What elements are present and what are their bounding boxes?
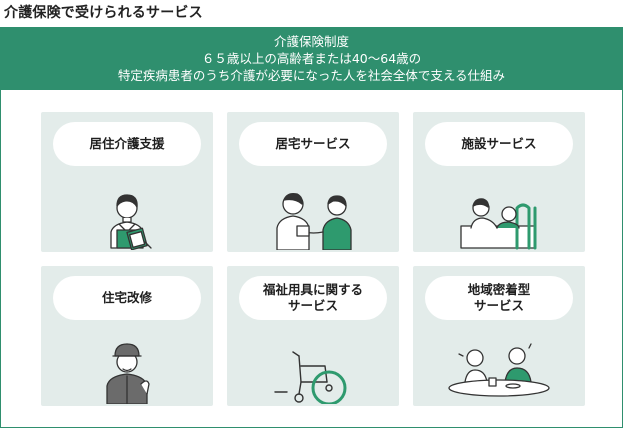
wheelchair-icon — [274, 351, 347, 404]
service-label-line1: 住宅改修 — [101, 290, 152, 305]
service-card-community-based[interactable]: 地域密着型 サービス — [413, 266, 585, 406]
banner-title: 介護保険制度 — [273, 34, 349, 49]
system-banner: 介護保険制度 ６５歳以上の高齢者または40〜64歳の 特定疾病患者のうち介護が必… — [1, 28, 622, 90]
service-label-line1: 居宅サービス — [275, 136, 351, 151]
care-manager-with-clipboard-icon — [110, 194, 152, 250]
service-label: 施設サービス — [425, 122, 573, 166]
care-insurance-panel: 介護保険制度 ６５歳以上の高齢者または40〜64歳の 特定疾病患者のうち介護が必… — [0, 27, 623, 428]
service-label-line1: 福祉用具に関する — [262, 282, 363, 297]
service-card-welfare-equipment[interactable]: 福祉用具に関する サービス — [227, 266, 399, 406]
page-title: 介護保険で受けられるサービス — [4, 5, 203, 21]
service-label: 地域密着型 サービス — [425, 276, 573, 320]
service-label-line2: サービス — [287, 298, 338, 313]
caregiver-assisting-elder-icon — [276, 192, 352, 250]
banner-eligibility: ６５歳以上の高齢者または40〜64歳の — [201, 51, 422, 66]
elder-in-care-bed-icon — [460, 198, 537, 250]
service-label-line1: 居住介護支援 — [89, 136, 165, 151]
service-label: 福祉用具に関する サービス — [239, 276, 387, 320]
service-card-home-care-support[interactable]: 居住介護支援 — [41, 112, 213, 252]
service-label-line1: 施設サービス — [461, 136, 537, 151]
worker-with-cap-icon — [106, 343, 150, 404]
service-card-home-renovation[interactable]: 住宅改修 — [41, 266, 213, 406]
service-label-line2: サービス — [473, 298, 524, 313]
service-label: 居宅サービス — [239, 122, 387, 166]
service-card-facility-services[interactable]: 施設サービス — [413, 112, 585, 252]
service-label: 居住介護支援 — [53, 122, 201, 166]
banner-description: 特定疾病患者のうち介護が必要になった人を社会全体で支える仕組み — [117, 68, 506, 83]
service-label: 住宅改修 — [53, 276, 201, 320]
service-label-line1: 地域密着型 — [467, 282, 531, 297]
service-card-in-home-services[interactable]: 居宅サービス — [227, 112, 399, 252]
elders-at-table-icon — [448, 343, 550, 397]
